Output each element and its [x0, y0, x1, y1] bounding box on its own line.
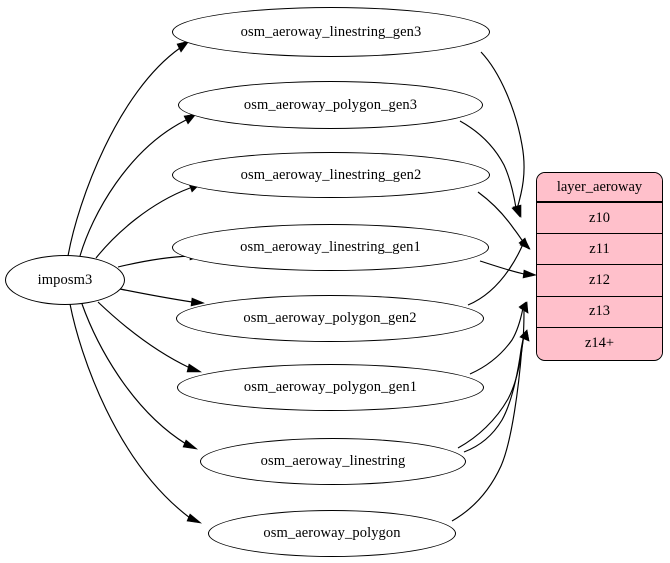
node-osm-aeroway-linestring-gen3[interactable]: osm_aeroway_linestring_gen3: [172, 7, 490, 57]
edge-imposm3-to-polygon-gen3: [79, 119, 187, 257]
arrowhead-z14-a: [519, 329, 530, 342]
edge-linestring-gen2-to-z11: [477, 191, 525, 244]
edge-imposm3-to-polygon-gen1: [97, 301, 191, 369]
layer-aeroway-row-z14plus[interactable]: z14+: [537, 327, 662, 359]
node-osm-aeroway-polygon[interactable]: osm_aeroway_polygon: [208, 510, 456, 557]
node-osm-aeroway-polygon-gen2[interactable]: osm_aeroway_polygon_gen2: [176, 295, 484, 342]
layer-aeroway-header-label: layer_aeroway: [556, 178, 643, 195]
node-label-osm-aeroway-polygon-gen3: osm_aeroway_polygon_gen3: [243, 96, 418, 113]
layer-aeroway-row-label-z11: z11: [589, 240, 610, 257]
layer-aeroway-row-z11[interactable]: z11: [537, 234, 662, 266]
node-osm-aeroway-polygon-gen3[interactable]: osm_aeroway_polygon_gen3: [178, 81, 483, 129]
edge-imposm3-to-linestring-gen3: [67, 47, 181, 257]
arrowhead-z14-b: [519, 329, 530, 342]
node-osm-aeroway-linestring-gen2[interactable]: osm_aeroway_linestring_gen2: [172, 152, 490, 198]
node-label-osm-aeroway-linestring-gen1: osm_aeroway_linestring_gen1: [240, 239, 421, 256]
node-label-osm-aeroway-linestring: osm_aeroway_linestring: [260, 453, 406, 470]
arrowhead-z10-b: [511, 205, 521, 218]
node-label-osm-aeroway-polygon: osm_aeroway_polygon: [263, 525, 401, 542]
layer-aeroway-row-z10[interactable]: z10: [537, 203, 662, 235]
arrowhead-polygon-gen1: [186, 363, 202, 373]
arrowhead-z13-a: [518, 301, 529, 314]
edges-to-layer: [451, 51, 537, 522]
node-layer-aeroway[interactable]: layer_aeroway z10 z11 z12 z13 z14+: [536, 172, 663, 361]
arrowhead-linestring: [182, 439, 199, 450]
node-label-osm-aeroway-linestring-gen2: osm_aeroway_linestring_gen2: [240, 166, 422, 183]
node-label-osm-aeroway-linestring-gen3: osm_aeroway_linestring_gen3: [240, 23, 422, 40]
node-osm-aeroway-linestring-gen1[interactable]: osm_aeroway_linestring_gen1: [172, 224, 489, 271]
arrowhead-z12: [522, 269, 537, 279]
edge-imposm3-to-linestring: [81, 303, 187, 445]
layer-aeroway-row-z12[interactable]: z12: [537, 265, 662, 297]
edge-imposm3-to-polygon: [69, 303, 191, 519]
node-osm-aeroway-linestring[interactable]: osm_aeroway_linestring: [200, 438, 466, 485]
edge-imposm3-to-linestring-gen1: [117, 255, 191, 268]
node-label-osm-aeroway-polygon-gen2: osm_aeroway_polygon_gen2: [243, 310, 417, 327]
layer-aeroway-row-z13[interactable]: z13: [537, 296, 662, 328]
node-osm-aeroway-polygon-gen1[interactable]: osm_aeroway_polygon_gen1: [177, 364, 484, 411]
edge-imposm3-to-polygon-gen2: [119, 288, 193, 303]
node-label-imposm3: imposm3: [37, 271, 93, 288]
arrowhead-z10-a: [512, 204, 522, 218]
arrowhead-z11-b: [518, 237, 530, 250]
node-label-osm-aeroway-polygon-gen1: osm_aeroway_polygon_gen1: [243, 379, 418, 396]
layer-aeroway-row-label-z10: z10: [589, 209, 610, 226]
layer-aeroway-row-label-z13: z13: [589, 303, 610, 320]
arrowhead-z11-a: [519, 238, 531, 250]
edge-polygon-to-z14: [451, 336, 525, 522]
edge-linestring-gen1-to-z12: [479, 260, 525, 275]
node-imposm3[interactable]: imposm3: [5, 255, 125, 305]
layer-aeroway-row-label-z12: z12: [589, 271, 610, 288]
layer-aeroway-row-label-z14plus: z14+: [584, 334, 615, 351]
arrowhead-z13-b: [519, 301, 529, 314]
layer-aeroway-header: layer_aeroway: [537, 173, 662, 203]
arrowhead-polygon: [186, 513, 203, 524]
edge-linestring-gen3-to-z10: [480, 51, 525, 210]
